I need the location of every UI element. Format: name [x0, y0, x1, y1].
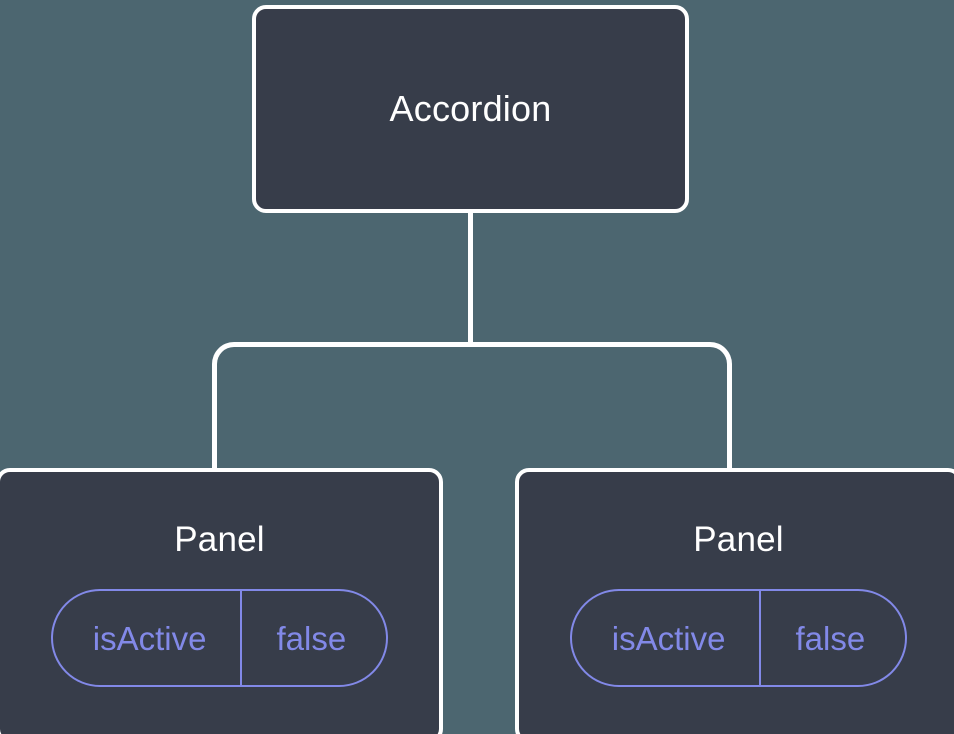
node-title-accordion: Accordion [389, 88, 552, 129]
tree-node-panel[interactable]: Panel isActive false [0, 468, 443, 734]
node-title-panel: Panel [174, 520, 265, 559]
node-title-panel: Panel [693, 520, 784, 559]
state-badge-isactive[interactable]: isActive false [569, 589, 908, 687]
state-badge-value: false [759, 591, 905, 685]
state-badge-isactive[interactable]: isActive false [50, 589, 389, 687]
edge-root-stem [468, 209, 473, 347]
tree-node-accordion[interactable]: Accordion [252, 5, 689, 213]
state-badge-value: false [240, 591, 386, 685]
state-badge-key: isActive [92, 619, 207, 657]
tree-node-panel[interactable]: Panel isActive false [515, 468, 954, 734]
state-badge-key: isActive [611, 619, 726, 657]
edge-branch-rail [212, 342, 732, 472]
